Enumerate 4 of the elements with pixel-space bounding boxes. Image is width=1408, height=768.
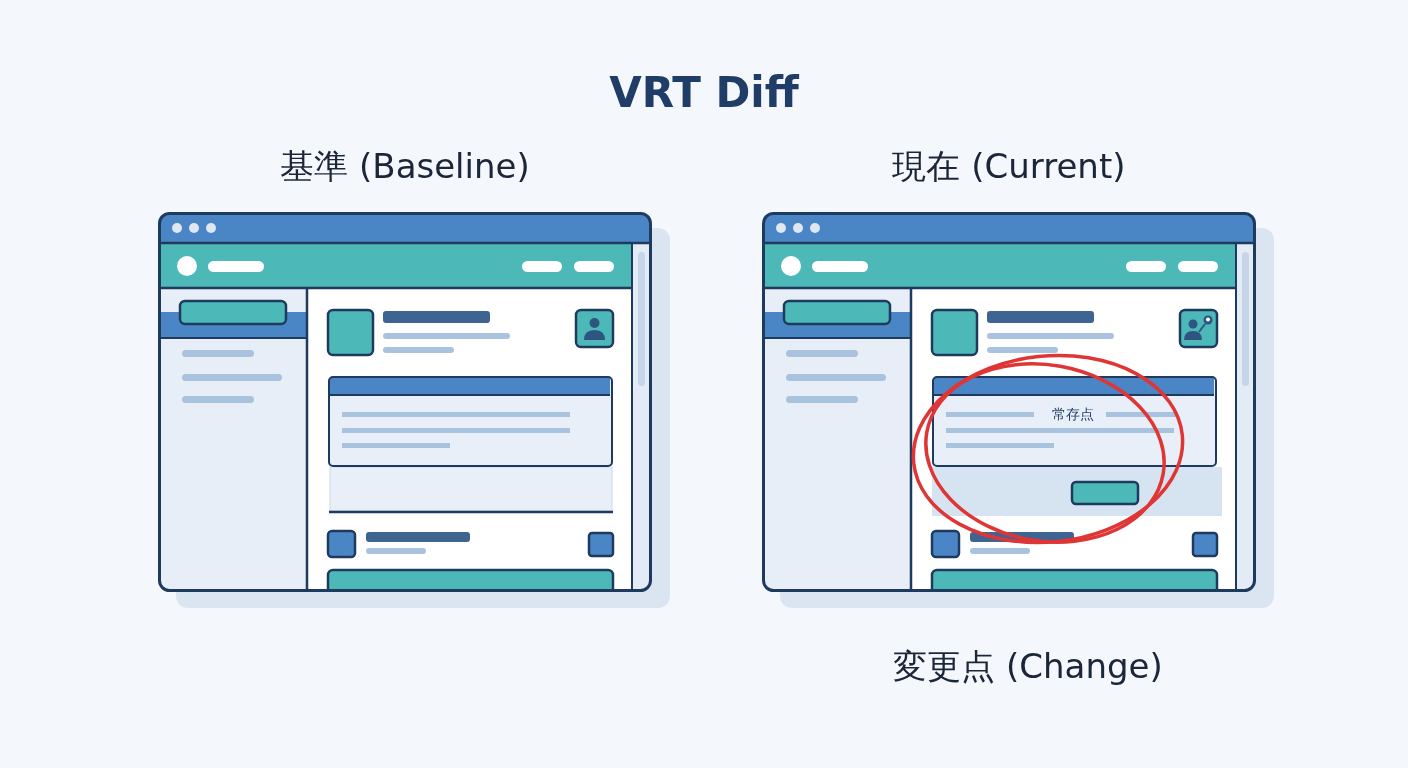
diagram-title: VRT Diff	[609, 68, 799, 118]
annotation-label: 変更点 (Change)	[893, 646, 1163, 687]
window-heading: 現在 (Current)	[892, 146, 1126, 187]
window-heading: 基準 (Baseline)	[280, 146, 530, 187]
